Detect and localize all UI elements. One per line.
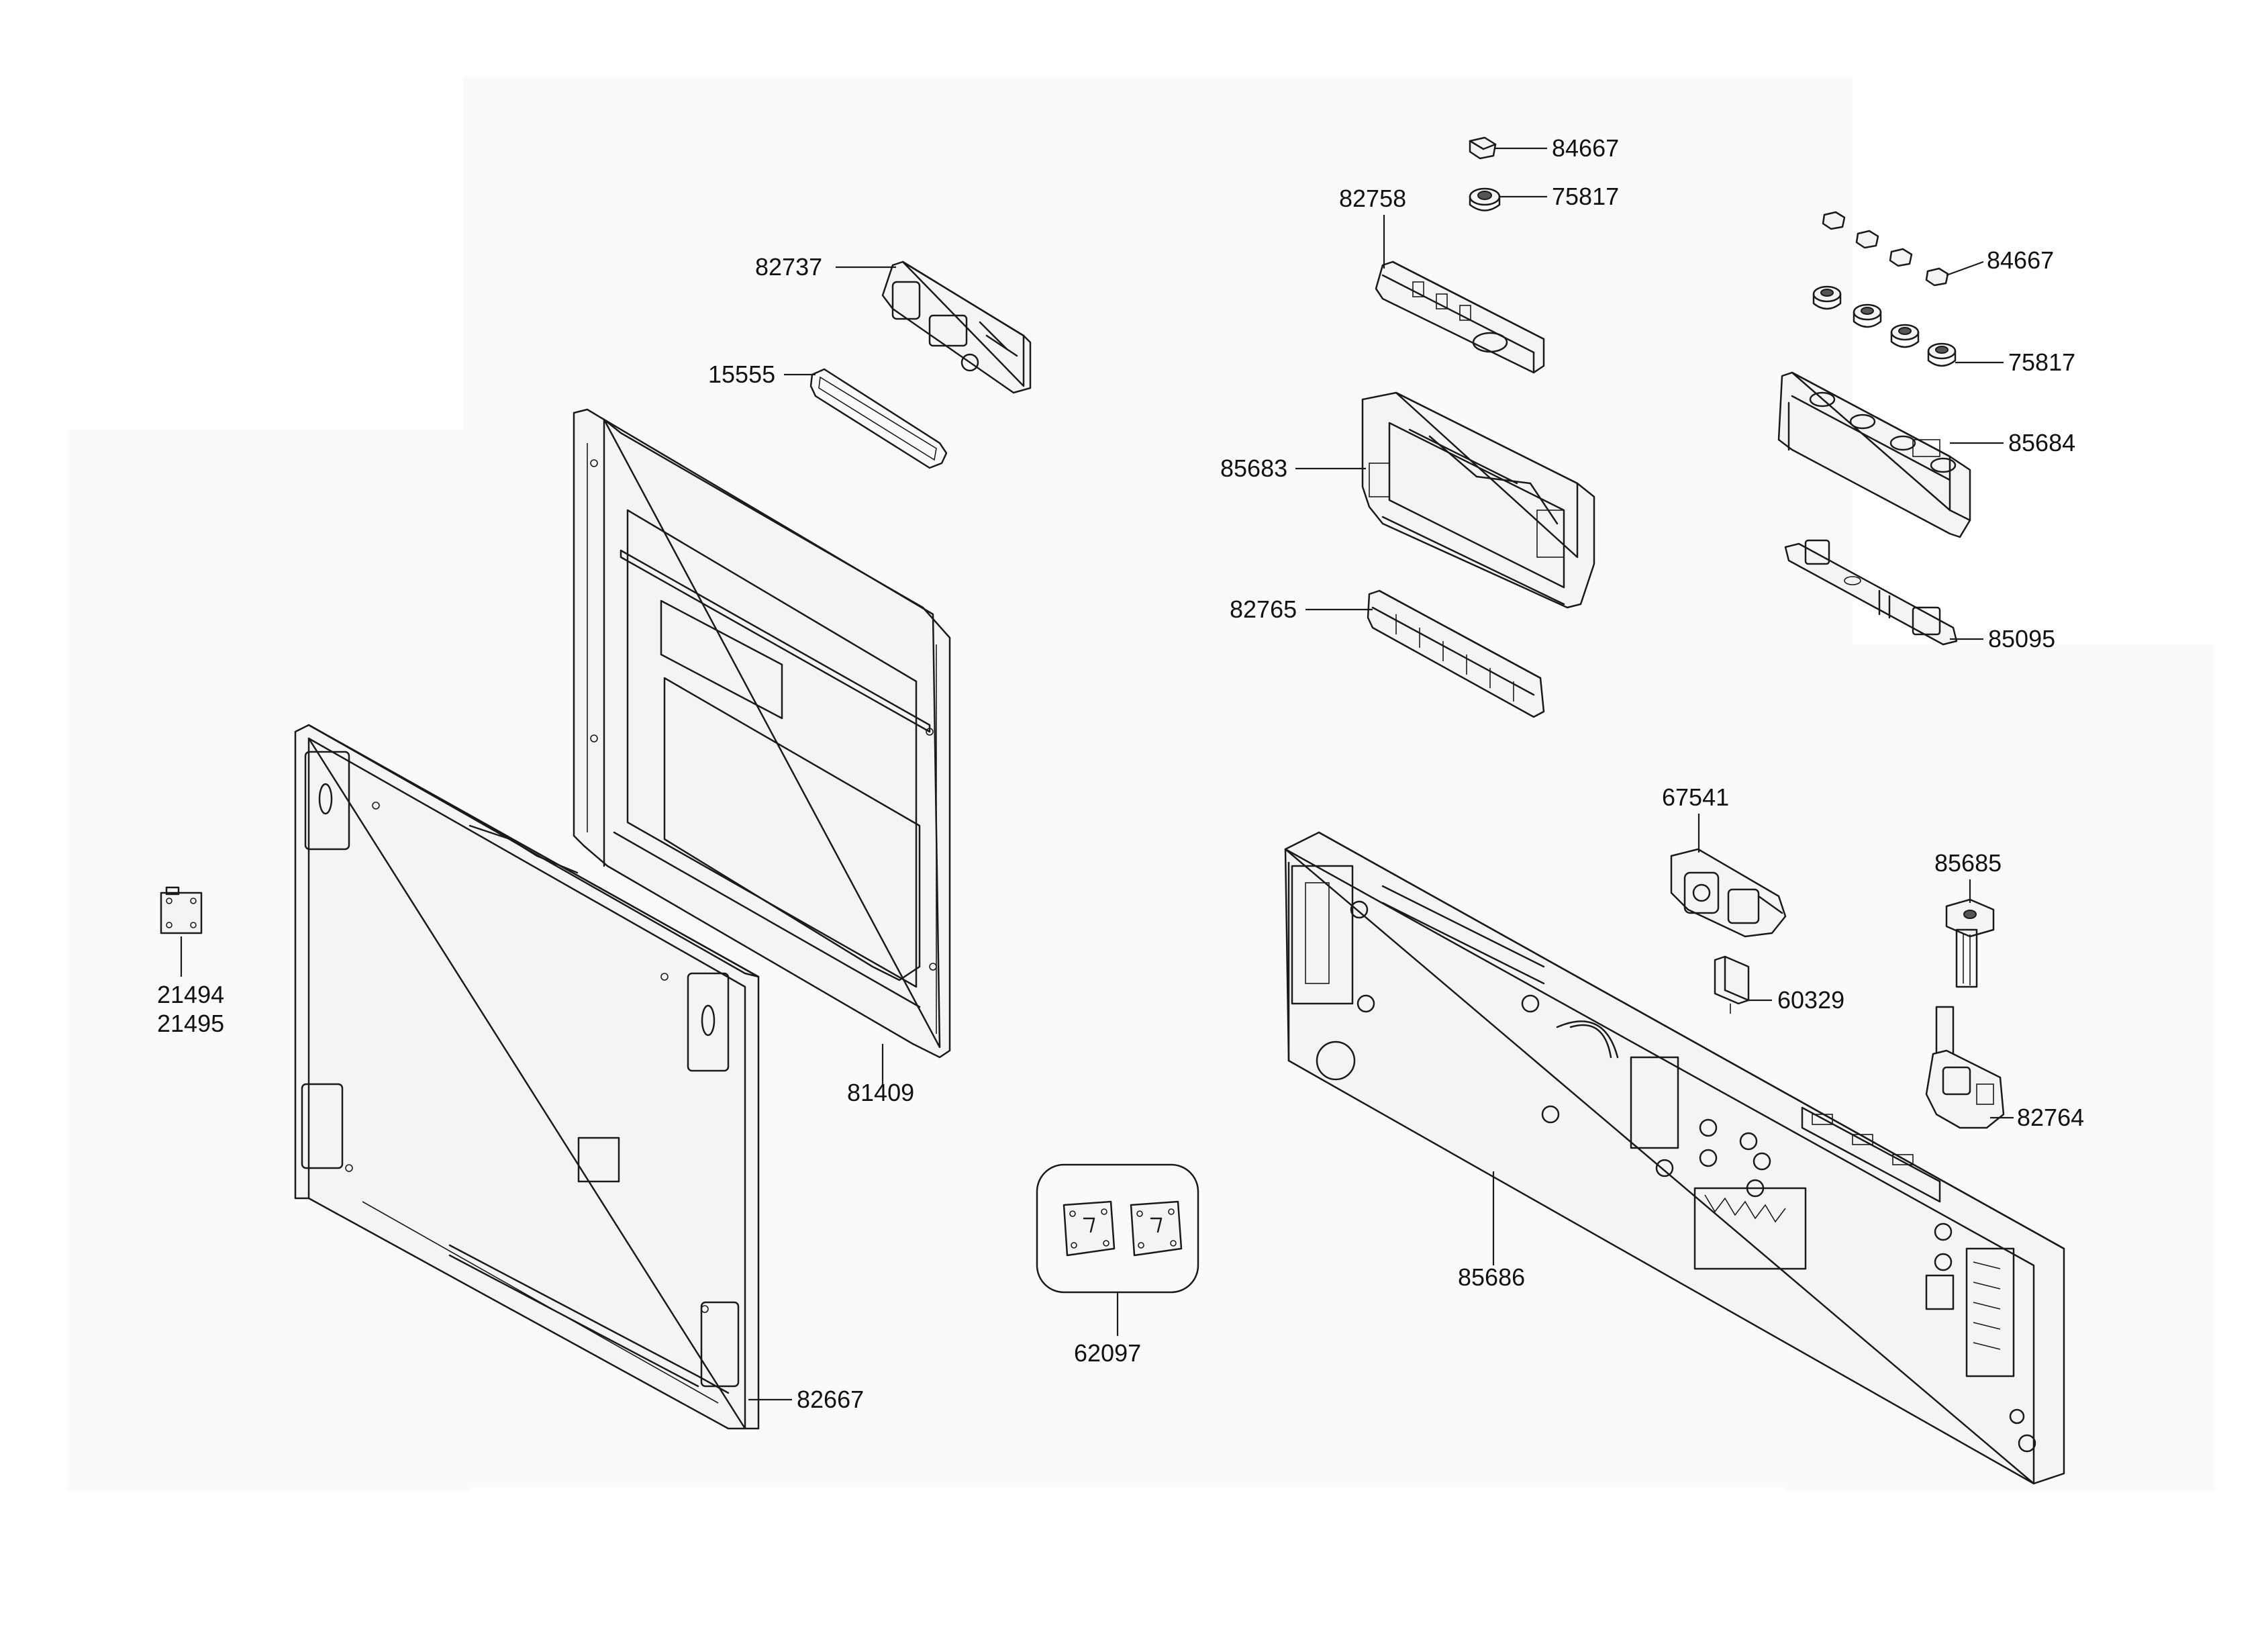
part-85684-knob-housing xyxy=(1777,371,1971,538)
leader-lines xyxy=(180,147,2014,1401)
part-81409-inner-door xyxy=(573,408,951,1059)
label-75817-right: 75817 xyxy=(2008,348,2075,376)
label-85685: 85685 xyxy=(1934,849,2002,877)
label-67541: 67541 xyxy=(1662,783,1729,811)
part-82667-outer-door-panel xyxy=(294,724,760,1430)
part-84667-cap-top xyxy=(1469,136,1497,160)
label-85686: 85686 xyxy=(1458,1263,1525,1291)
part-82765-strip xyxy=(1367,589,1545,718)
part-75817-knobs-right xyxy=(1812,285,1957,367)
part-85683-control-module xyxy=(1361,391,1595,609)
part-60329-connector xyxy=(1714,955,1750,1014)
part-84667-caps-right xyxy=(1822,211,1949,287)
part-85685-button xyxy=(1945,898,1995,988)
label-82758: 82758 xyxy=(1339,185,1406,212)
part-15555-gasket xyxy=(809,368,948,469)
part-labels: 84667 75817 82758 82737 84667 15555 7581… xyxy=(157,134,2084,1413)
label-60329: 60329 xyxy=(1777,986,1844,1014)
label-21495: 21495 xyxy=(157,1010,224,1037)
part-82758-bracket xyxy=(1375,260,1545,374)
label-82667: 82667 xyxy=(797,1386,864,1413)
label-62097: 62097 xyxy=(1074,1339,1141,1367)
label-85095: 85095 xyxy=(1988,625,2055,653)
part-82737-dispenser xyxy=(881,260,1032,394)
label-75817-top: 75817 xyxy=(1552,183,1619,210)
part-85686-control-fascia xyxy=(1284,831,2065,1485)
label-21494: 21494 xyxy=(157,981,224,1008)
part-82764-switch-block xyxy=(1925,1006,2005,1129)
label-85683: 85683 xyxy=(1220,454,1287,482)
part-75817-knob-top xyxy=(1469,187,1501,211)
label-85684: 85684 xyxy=(2008,429,2075,456)
label-82764: 82764 xyxy=(2017,1104,2084,1131)
part-67541-door-switch xyxy=(1670,848,1787,938)
label-81409: 81409 xyxy=(847,1079,914,1106)
part-62097-bracket-kit xyxy=(1036,1163,1199,1294)
label-82737: 82737 xyxy=(755,253,822,281)
part-85095-pcb xyxy=(1784,539,1958,646)
label-15555: 15555 xyxy=(708,360,775,388)
part-21494-21495-hinge-plate xyxy=(160,886,203,934)
label-84667-right: 84667 xyxy=(1987,246,2054,274)
label-84667-top: 84667 xyxy=(1552,134,1619,162)
label-82765: 82765 xyxy=(1230,595,1297,623)
